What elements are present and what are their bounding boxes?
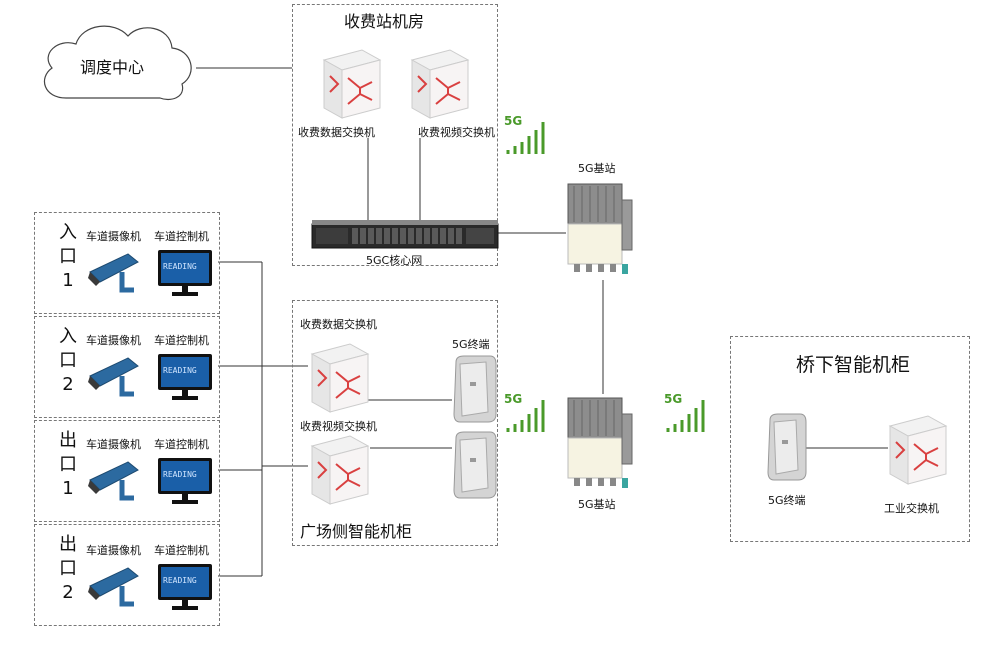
monitor-screen-text: READING [163, 576, 197, 585]
signal-label: 5G [504, 114, 523, 128]
plaza-video-switch-label: 收费视频交换机 [300, 420, 377, 433]
lane-controller: READING [158, 458, 212, 506]
monitor-screen-text: READING [163, 470, 197, 479]
monitor-icon [158, 250, 212, 296]
lane-char-2: 口 [59, 350, 77, 371]
terminal-icon [453, 431, 497, 499]
dispatch-center-label: 调度中心 [80, 58, 145, 77]
plaza-terminal-label: 5G终端 [452, 338, 490, 351]
lane-camera [88, 354, 144, 400]
monitor-icon [158, 458, 212, 504]
switch-icon [410, 49, 470, 119]
toll-room-title: 收费站机房 [344, 12, 425, 31]
switch-icon [310, 343, 370, 413]
plaza-video-switch [306, 434, 370, 506]
lane-camera [88, 250, 144, 296]
camera-icon [88, 461, 139, 501]
lane-box [34, 420, 220, 522]
core-network-label: 5GC核心网 [366, 254, 423, 267]
cloud-icon [43, 25, 192, 101]
base-station-bottom-label: 5G基站 [578, 498, 616, 511]
lane-char-1: 入 [59, 222, 77, 243]
plaza-data-switch [306, 342, 370, 414]
bridge-cabinet-title: 桥下智能机柜 [796, 354, 911, 376]
plaza-cabinet-title: 广场侧智能机柜 [300, 522, 413, 541]
toll-video-switch [406, 48, 470, 120]
base-station-bottom [564, 394, 636, 494]
core-network-server [311, 220, 499, 250]
base-station-icon [567, 397, 633, 488]
lane-controller: READING [158, 564, 212, 612]
camera-icon [88, 567, 139, 607]
signal-top: 5G [504, 114, 550, 158]
lane-camera-label: 车道摄像机 [86, 544, 141, 557]
base-station-top [564, 180, 636, 280]
lane-char-2: 口 [59, 454, 77, 475]
monitor-screen-text: READING [163, 366, 197, 375]
switch-icon [310, 435, 370, 505]
lane-char-2: 口 [59, 246, 77, 267]
lane-camera-label: 车道摄像机 [86, 230, 141, 243]
lane-box [34, 212, 220, 314]
bridge-terminal-label: 5G终端 [768, 494, 806, 507]
bridge-terminal [764, 412, 808, 482]
signal-right: 5G [664, 392, 710, 436]
lane-char-1: 入 [59, 326, 77, 347]
terminal-icon [453, 355, 497, 423]
lane-char-3: 1 [62, 270, 74, 291]
lane-char-3: 2 [62, 374, 74, 395]
bridge-industrial-switch-label: 工业交换机 [884, 502, 939, 515]
lane-controller-label: 车道控制机 [154, 334, 209, 347]
lane-box [34, 524, 220, 626]
signal-label: 5G [504, 392, 523, 406]
camera-icon [88, 357, 139, 397]
lane-camera [88, 564, 144, 610]
lane-camera [88, 458, 144, 504]
lane-char-1: 出 [59, 430, 77, 451]
monitor-icon [158, 564, 212, 610]
bridge-cabinet-box [730, 336, 970, 542]
plaza-cabinet-box [292, 300, 498, 546]
lane-char-3: 1 [62, 478, 74, 499]
toll-room-box [292, 4, 498, 266]
toll-data-switch [318, 48, 382, 120]
dispatch-center-cloud: 调度中心 [36, 18, 198, 104]
lane-controller-label: 车道控制机 [154, 544, 209, 557]
lane-box [34, 316, 220, 418]
base-station-top-label: 5G基站 [578, 162, 616, 175]
lane-char-2: 口 [59, 558, 77, 579]
lane-controller: READING [158, 250, 212, 298]
switch-icon [322, 49, 382, 119]
signal-bars-icon [666, 400, 705, 432]
toll-video-switch-label: 收费视频交换机 [418, 126, 495, 139]
server-icon [311, 220, 499, 249]
base-station-icon [567, 183, 633, 274]
lane-controller-label: 车道控制机 [154, 438, 209, 451]
toll-data-switch-label: 收费数据交换机 [298, 126, 375, 139]
lane-char-3: 2 [62, 582, 74, 603]
switch-icon [888, 415, 948, 485]
lane-controller: READING [158, 354, 212, 402]
monitor-icon [158, 354, 212, 400]
plaza-terminal-2 [450, 430, 498, 500]
lane-camera-label: 车道摄像机 [86, 438, 141, 451]
lane-char-1: 出 [59, 534, 77, 555]
lane-controller-label: 车道控制机 [154, 230, 209, 243]
camera-icon [88, 253, 139, 293]
signal-bars-icon [506, 400, 545, 432]
signal-mid: 5G [504, 392, 550, 436]
plaza-data-switch-label: 收费数据交换机 [300, 318, 377, 331]
signal-bars-icon [506, 122, 545, 154]
monitor-screen-text: READING [163, 262, 197, 271]
signal-label: 5G [664, 392, 683, 406]
bridge-industrial-switch [884, 414, 948, 486]
plaza-terminal-1 [450, 354, 498, 424]
terminal-icon [767, 413, 807, 481]
lane-camera-label: 车道摄像机 [86, 334, 141, 347]
